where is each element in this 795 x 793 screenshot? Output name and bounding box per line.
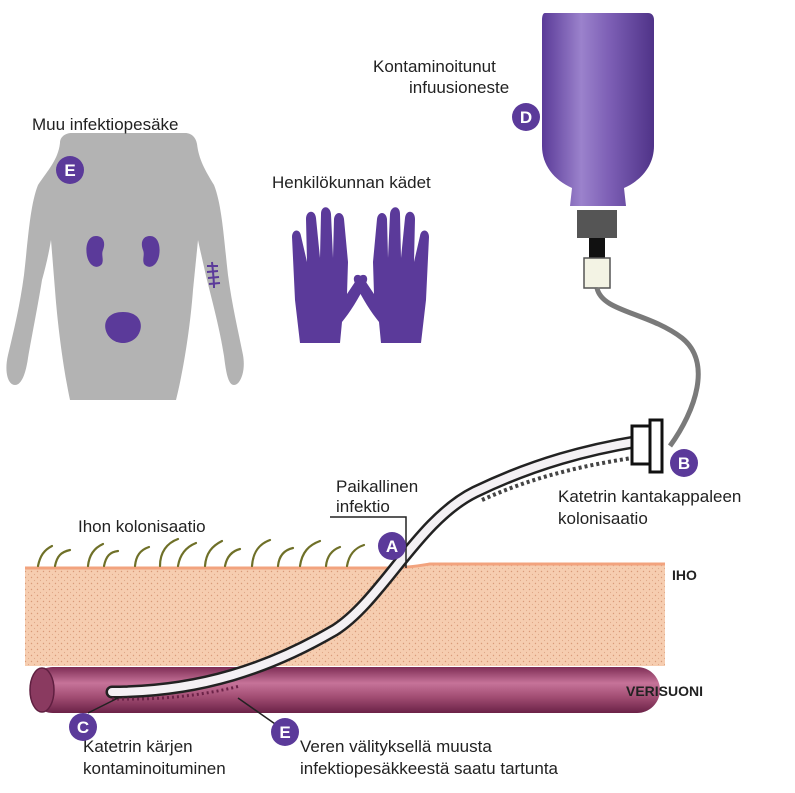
local-infection-label-line2: infektio (336, 497, 390, 516)
hand-left-icon (292, 207, 367, 343)
other-focus-label: Muu infektiopesäke (32, 115, 178, 134)
vessel-label: VERISUONI (626, 683, 703, 699)
skin-colonization-label: Ihon kolonisaatio (78, 517, 206, 536)
infusion-bottle (542, 13, 698, 446)
drip-chamber-icon (584, 258, 610, 288)
staff-hands-label: Henkilökunnan kädet (272, 173, 431, 192)
svg-text:E: E (279, 723, 290, 742)
bloodborne-label-line2: infektiopesäkkeestä saatu tartunta (300, 759, 559, 778)
svg-text:A: A (386, 537, 398, 556)
svg-text:C: C (77, 718, 89, 737)
local-infection-label-line1: Paikallinen (336, 477, 418, 496)
bottle-icon (542, 13, 654, 206)
svg-text:D: D (520, 108, 532, 127)
vessel-opening (30, 668, 54, 712)
contaminated-fluid-label-line1: Kontaminoitunut (373, 57, 496, 76)
badge-c: C (69, 713, 97, 741)
skin-hair (38, 539, 364, 566)
tip-contamination-label-line2: kontaminoituminen (83, 759, 226, 778)
bloodborne-label-line1: Veren välityksellä muusta (300, 737, 492, 756)
skin-label: IHO (672, 567, 697, 583)
hub-colonization-label-line2: kolonisaatio (558, 509, 648, 528)
hub-colonization-label-line1: Katetrin kantakappaleen (558, 487, 741, 506)
body-silhouette (6, 133, 243, 400)
badge-a: A (378, 532, 406, 560)
hand-right-icon (354, 207, 429, 343)
badge-e-vessel: E (271, 718, 299, 746)
contaminated-fluid-label-line2: infuusioneste (409, 78, 509, 97)
badge-e-body: E (56, 156, 84, 184)
badge-d: D (512, 103, 540, 131)
badge-b: B (670, 449, 698, 477)
iv-tube (597, 288, 698, 446)
svg-text:B: B (678, 454, 690, 473)
tip-contamination-label-line1: Katetrin kärjen (83, 737, 193, 756)
bottle-cap-icon (577, 210, 617, 238)
svg-text:E: E (64, 161, 75, 180)
catheter-hub-icon (632, 420, 662, 472)
